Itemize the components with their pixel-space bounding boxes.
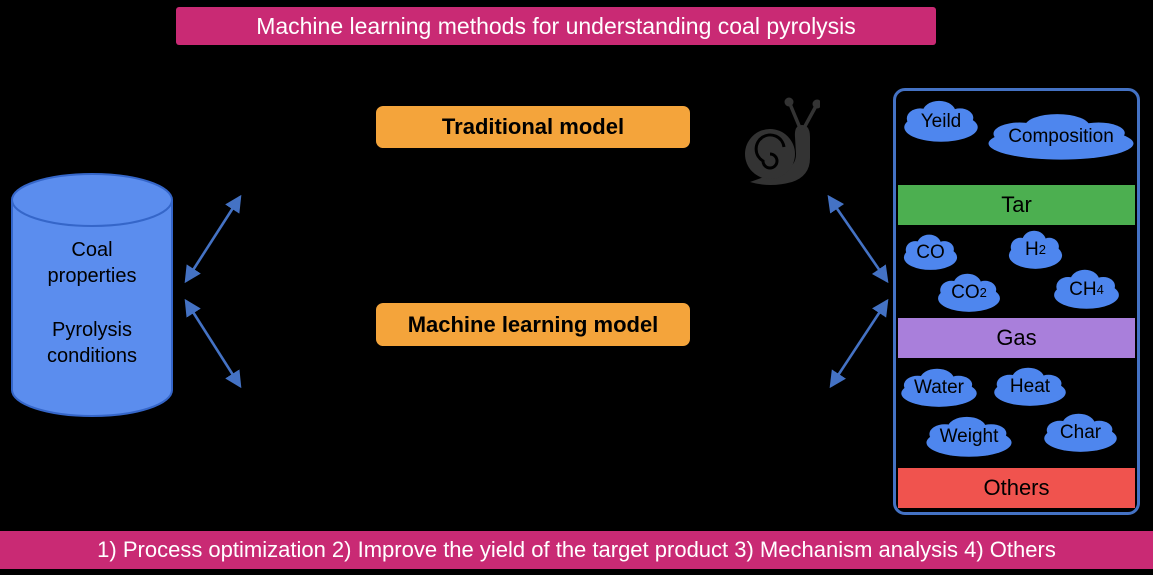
title-banner: Machine learning methods for understandi… bbox=[176, 7, 936, 45]
gas-bar: Gas bbox=[898, 318, 1135, 358]
cloud-text: Heat bbox=[1009, 376, 1051, 397]
cloud-co: CO bbox=[903, 233, 958, 271]
machine-learning-model-box: Machine learning model bbox=[376, 303, 690, 346]
cloud-text: CO bbox=[951, 282, 980, 303]
title-banner-text: Machine learning methods for understandi… bbox=[256, 12, 856, 39]
arrow-input-to-ml bbox=[184, 298, 242, 389]
cloud-text: H bbox=[1025, 239, 1039, 260]
cylinder-icon bbox=[11, 173, 173, 417]
cloud-text: CH bbox=[1069, 278, 1097, 300]
input-database-cylinder: Coal properties Pyrolysis conditions bbox=[8, 172, 176, 420]
cloud-sub: 4 bbox=[1096, 281, 1104, 297]
arrow-outputs-to-ml bbox=[829, 298, 889, 389]
snail-icon bbox=[740, 92, 822, 187]
cloud-composition: Composition bbox=[986, 112, 1136, 161]
cloud-weight-label: Weight bbox=[925, 415, 1013, 458]
cloud-water-label: Water bbox=[900, 367, 978, 408]
cloud-text: Composition bbox=[1008, 126, 1114, 147]
tar-bar: Tar bbox=[898, 185, 1135, 225]
others-bar: Others bbox=[898, 468, 1135, 508]
cloud-sub: 2 bbox=[1038, 242, 1046, 257]
cloud-text: Weight bbox=[939, 426, 999, 447]
cloud-char-label: Char bbox=[1043, 412, 1118, 453]
cloud-text: Yeild bbox=[920, 110, 962, 132]
coal-properties-label: Coal properties bbox=[47, 239, 137, 287]
machine-learning-model-label: Machine learning model bbox=[407, 311, 659, 337]
pyrolysis-conditions-label: Pyrolysis conditions bbox=[46, 319, 138, 367]
cylinder-labels: Coal properties Pyrolysis conditions bbox=[8, 172, 176, 420]
tar-bar-label: Tar bbox=[1001, 192, 1032, 217]
cloud-yield: Yeild bbox=[903, 99, 979, 143]
cloud-composition-label: Composition bbox=[986, 112, 1136, 161]
cloud-sub: 2 bbox=[979, 285, 987, 300]
gas-bar-label: Gas bbox=[996, 325, 1037, 350]
cloud-yield-label: Yeild bbox=[903, 99, 979, 143]
snail-icon-svg bbox=[745, 97, 822, 185]
cloud-text: Char bbox=[1059, 422, 1102, 443]
cloud-heat: Heat bbox=[993, 366, 1067, 407]
cloud-char: Char bbox=[1043, 412, 1118, 453]
cloud-co-label: CO bbox=[903, 233, 958, 271]
cloud-weight: Weight bbox=[925, 415, 1013, 458]
applications-banner-text: 1) Process optimization 2) Improve the y… bbox=[97, 537, 1056, 562]
cloud-text: Water bbox=[914, 377, 964, 398]
arrow-input-to-traditional bbox=[184, 194, 242, 284]
cloud-water: Water bbox=[900, 367, 978, 408]
applications-banner: 1) Process optimization 2) Improve the y… bbox=[0, 531, 1153, 569]
traditional-model-box: Traditional model bbox=[376, 106, 690, 148]
others-bar-label: Others bbox=[983, 475, 1050, 500]
traditional-model-label: Traditional model bbox=[441, 114, 625, 139]
arrow-outputs-to-traditional bbox=[827, 194, 889, 284]
cloud-text: CO bbox=[916, 241, 945, 263]
cloud-heat-label: Heat bbox=[993, 366, 1067, 407]
